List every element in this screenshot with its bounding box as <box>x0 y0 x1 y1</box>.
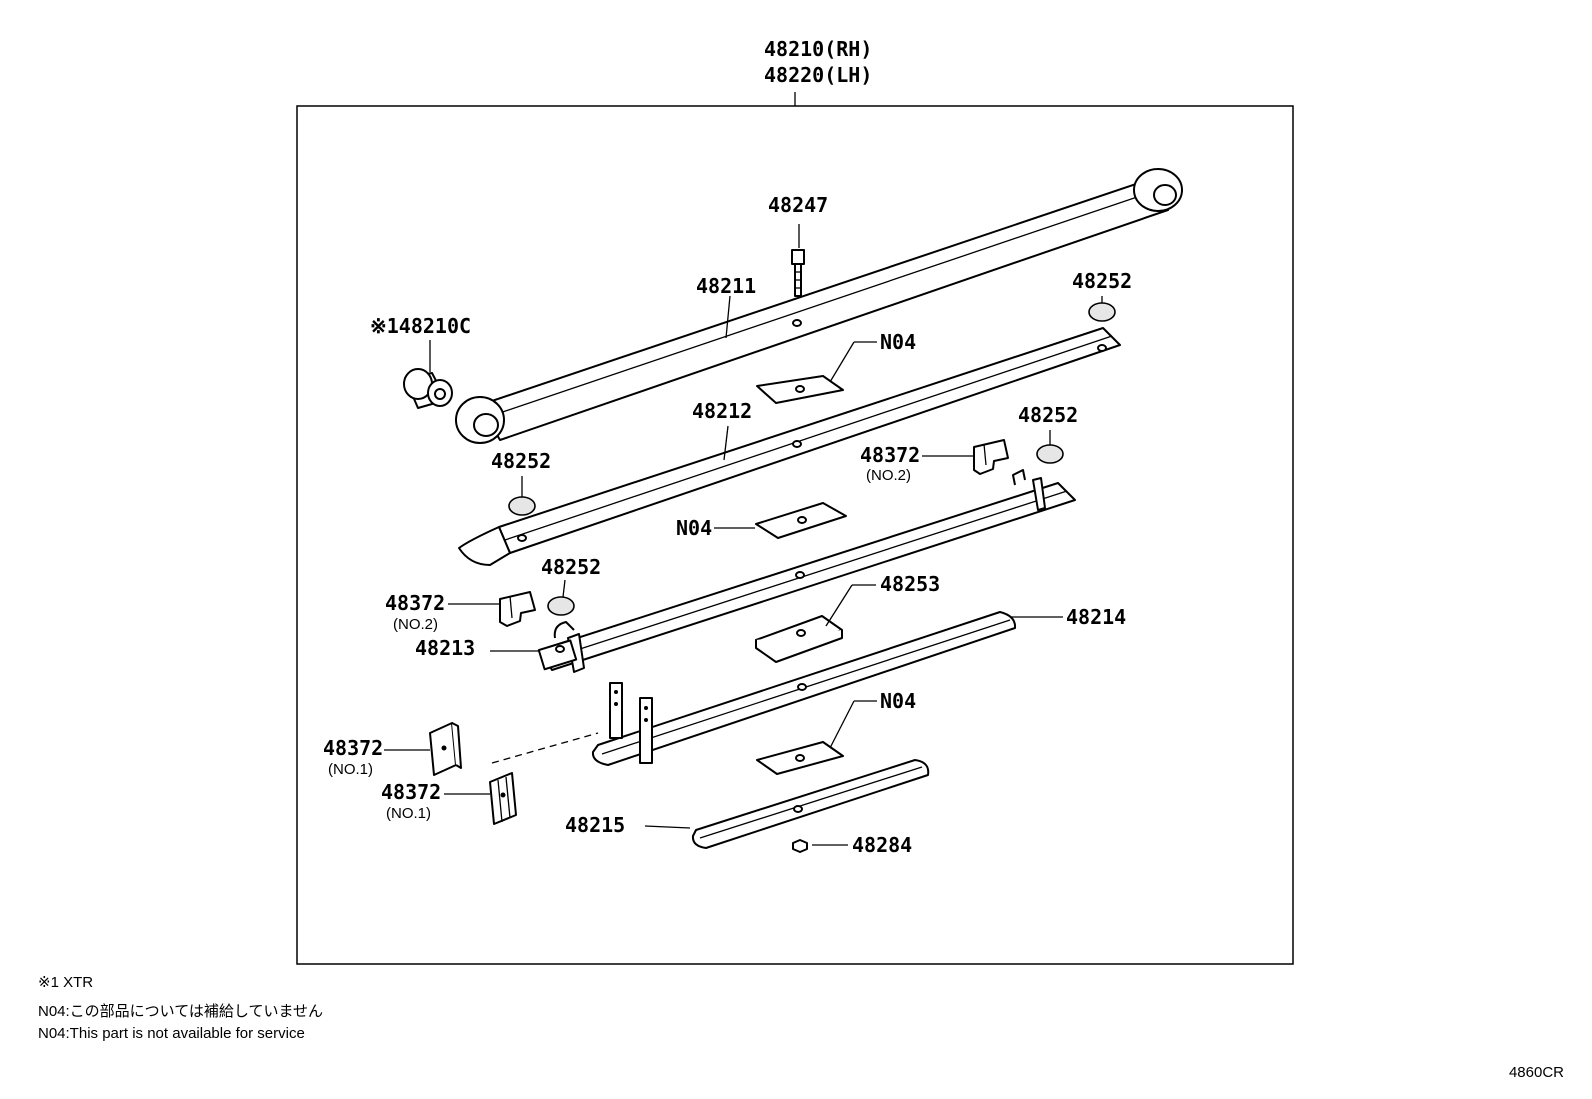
footnote-n04-jp: N04:この部品については補給していません <box>38 1003 324 1020</box>
label-insert-1: N04 <box>880 330 916 354</box>
alignment-dashed-line <box>491 732 599 764</box>
label-pad-mid-right: 48252 <box>1018 403 1078 427</box>
clip-48372-no1-lower <box>489 772 517 825</box>
label-pad-top-right: 48252 <box>1072 269 1132 293</box>
bushing-48210c <box>403 368 453 409</box>
leader-lines <box>384 224 1103 846</box>
leaf-48213 <box>537 469 1076 673</box>
label-leaf2: 48212 <box>692 399 752 423</box>
assembly-frame <box>296 105 1294 965</box>
label-clip-no1-b: 48372 <box>381 780 441 804</box>
clip-48372-no2-left <box>499 591 536 627</box>
label-insert-2: N04 <box>676 516 712 540</box>
spacer-48253 <box>755 615 843 663</box>
label-nut: 48284 <box>852 833 912 857</box>
pad-48252-top-right <box>1088 302 1116 322</box>
main-leaf-48211 <box>455 168 1183 444</box>
label-clip-no1-a: 48372 <box>323 736 383 760</box>
label-pad-left: 48252 <box>491 449 551 473</box>
label-insert-3: N04 <box>880 689 916 713</box>
nut-48284 <box>792 839 808 853</box>
label-clip-no1-a-sub: (NO.1) <box>328 761 373 778</box>
pad-48252-left <box>508 496 536 516</box>
drawing-code: 4860CR <box>1508 1064 1564 1081</box>
label-leaf5: 48215 <box>565 813 625 837</box>
assembly-number-rh: 48210(RH) <box>764 37 872 61</box>
clip-48372-no2-right <box>973 439 1009 475</box>
label-clip-no1-b-sub: (NO.1) <box>386 805 431 822</box>
label-pad-lower-left: 48252 <box>541 555 601 579</box>
label-clip-left: 48372 <box>385 591 445 615</box>
footnote-xtr: ※1 XTR <box>38 974 94 991</box>
label-clip-right: 48372 <box>860 443 920 467</box>
center-bolt-48247 <box>791 249 805 297</box>
clip-48372-no1-upper <box>429 722 462 776</box>
leaf-48212 <box>458 327 1121 566</box>
label-leaf1: 48211 <box>696 274 756 298</box>
pad-48252-mid-right <box>1036 444 1064 464</box>
label-spacer: 48253 <box>880 572 940 596</box>
pad-48252-lower-left <box>547 596 575 616</box>
label-clip-left-sub: (NO.2) <box>393 616 438 633</box>
leaf-48214 <box>591 611 1017 766</box>
footnote-n04-en: N04:This part is not available for servi… <box>38 1025 305 1042</box>
assembly-number-lh: 48220(LH) <box>764 63 872 87</box>
leaf-48215 <box>691 759 930 849</box>
label-bolt: 48247 <box>768 193 828 217</box>
label-leaf4: 48214 <box>1066 605 1126 629</box>
label-leaf3: 48213 <box>415 636 475 660</box>
label-clip-right-sub: (NO.2) <box>866 467 911 484</box>
label-bushing: ※148210C <box>370 314 471 338</box>
